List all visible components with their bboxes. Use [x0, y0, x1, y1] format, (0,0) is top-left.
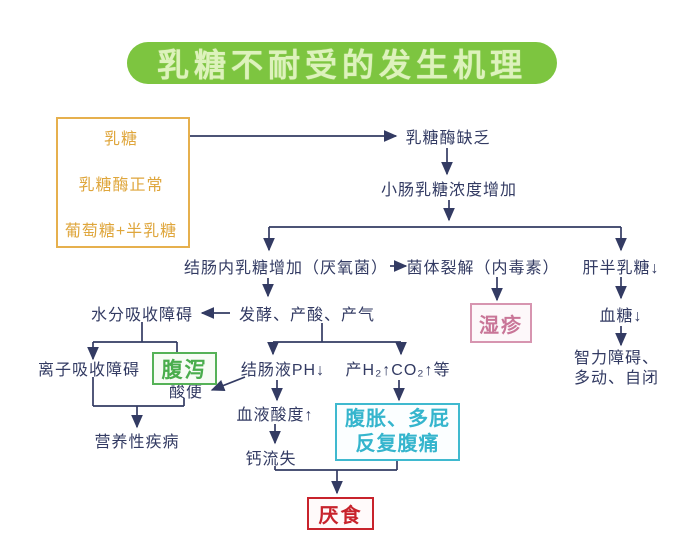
normal-digestion-box [56, 117, 190, 248]
node-liver-galactose: 肝半乳糖↓ [582, 260, 660, 277]
mental-effects-line2: 多动、自闭 [574, 370, 660, 387]
arrow-ph-acidstool [210, 376, 246, 392]
node-mental-effects: 智力障碍、 多动、自闭 [574, 349, 659, 389]
node-blood-sugar: 血糖↓ [599, 308, 643, 325]
node-colon-ph: 结肠液PH↓ [240, 362, 326, 379]
node-water-malabsorption: 水分吸收障碍 [90, 307, 194, 324]
node-bacterial-lysis: 菌体裂解（内毒素） [406, 260, 560, 277]
node-glucose-galactose: 葡萄糖+半乳糖 [64, 223, 178, 240]
node-ion-malabsorption: 离子吸收障碍 [37, 362, 141, 379]
mental-effects-line1: 智力障碍、 [574, 350, 660, 367]
node-acid-stool: 酸便 [168, 384, 204, 401]
node-fermentation: 发酵、产酸、产气 [238, 307, 376, 324]
node-gas-production: 产H₂↑CO₂↑等 [345, 362, 451, 379]
node-blood-acidity: 血液酸度↑ [236, 407, 314, 424]
node-lactase-deficiency: 乳糖酶缺乏 [405, 130, 491, 147]
bloating-line1: 腹胀、多屁 [345, 408, 450, 430]
node-nutritional-disease: 营养性疾病 [94, 434, 180, 451]
node-calcium-loss: 钙流失 [245, 451, 297, 468]
eczema-box: 湿疹 [470, 303, 532, 343]
page-title: 乳糖不耐受的发生机理 [127, 42, 557, 84]
node-lactose: 乳糖 [103, 131, 139, 148]
node-colon-lactose: 结肠内乳糖增加（厌氧菌） [183, 260, 389, 277]
bloating-line2: 反复腹痛 [355, 433, 440, 455]
node-small-intestine-lactose: 小肠乳糖浓度增加 [380, 182, 518, 199]
diarrhea-box: 腹泻 [152, 352, 217, 385]
anorexia-box: 厌食 [307, 497, 374, 530]
bloating-box: 腹胀、多屁 反复腹痛 [335, 403, 460, 461]
node-lactase-normal: 乳糖酶正常 [78, 177, 164, 194]
